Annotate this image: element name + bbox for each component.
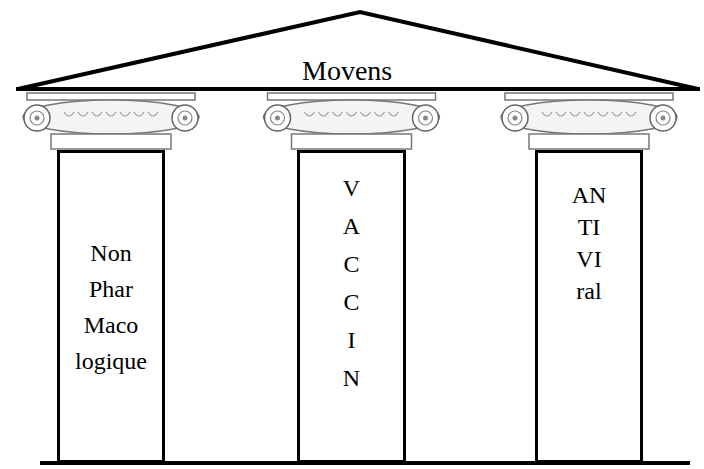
egg-ornament <box>361 112 371 116</box>
volute-inner <box>656 111 670 125</box>
ionic-capital <box>23 93 199 149</box>
egg-ornament <box>319 112 329 116</box>
volute <box>24 105 50 131</box>
echinus <box>264 100 440 134</box>
egg-ornament <box>305 112 315 116</box>
egg-ornament <box>389 112 399 116</box>
volute-eye <box>183 116 188 121</box>
egg-ornament <box>570 112 580 116</box>
egg-ornament <box>598 112 608 116</box>
egg-ornament <box>64 112 74 116</box>
volute-inner <box>508 111 522 125</box>
pillar-box: V A C C I N <box>297 150 406 463</box>
volute-eye <box>513 116 518 121</box>
volute <box>650 105 676 131</box>
volute-eye <box>35 116 40 121</box>
egg-ornament <box>78 112 88 116</box>
egg-ornament <box>556 112 566 116</box>
volute-inner <box>30 111 44 125</box>
volute-eye <box>423 116 428 121</box>
abacus <box>505 93 673 100</box>
volute <box>413 105 439 131</box>
volute-inner <box>178 111 192 125</box>
pillar-label: V A C C I N <box>302 169 401 397</box>
egg-ornament <box>584 112 594 116</box>
pediment <box>18 12 698 89</box>
egg-ornament <box>626 112 636 116</box>
egg-ornament <box>148 112 158 116</box>
ionic-capital <box>501 93 677 149</box>
pillar-label: Non Phar Maco logique <box>62 235 160 379</box>
temple-title: Movens <box>298 56 396 86</box>
capital-neck <box>51 134 171 149</box>
volute-eye <box>275 116 280 121</box>
egg-ornament <box>612 112 622 116</box>
abacus <box>27 93 195 100</box>
egg-ornament <box>106 112 116 116</box>
pillar-label: AN TI VI ral <box>540 179 638 307</box>
echinus <box>501 100 677 134</box>
egg-ornament <box>375 112 385 116</box>
volute <box>265 105 291 131</box>
pillar-box: AN TI VI ral <box>535 150 643 463</box>
pillar-box: Non Phar Maco logique <box>57 150 165 463</box>
volute-inner <box>271 111 285 125</box>
abacus <box>268 93 436 100</box>
volute-inner <box>419 111 433 125</box>
volute-eye <box>661 116 666 121</box>
volute <box>502 105 528 131</box>
ionic-capital <box>264 93 440 149</box>
echinus <box>23 100 199 134</box>
architrave-line <box>16 87 700 91</box>
egg-ornament <box>134 112 144 116</box>
volute <box>172 105 198 131</box>
capital-neck <box>529 134 649 149</box>
egg-ornament <box>120 112 130 116</box>
capital-neck <box>292 134 412 149</box>
egg-ornament <box>347 112 357 116</box>
column-capitals <box>23 93 677 149</box>
egg-ornament <box>92 112 102 116</box>
egg-ornament <box>542 112 552 116</box>
egg-ornament <box>333 112 343 116</box>
